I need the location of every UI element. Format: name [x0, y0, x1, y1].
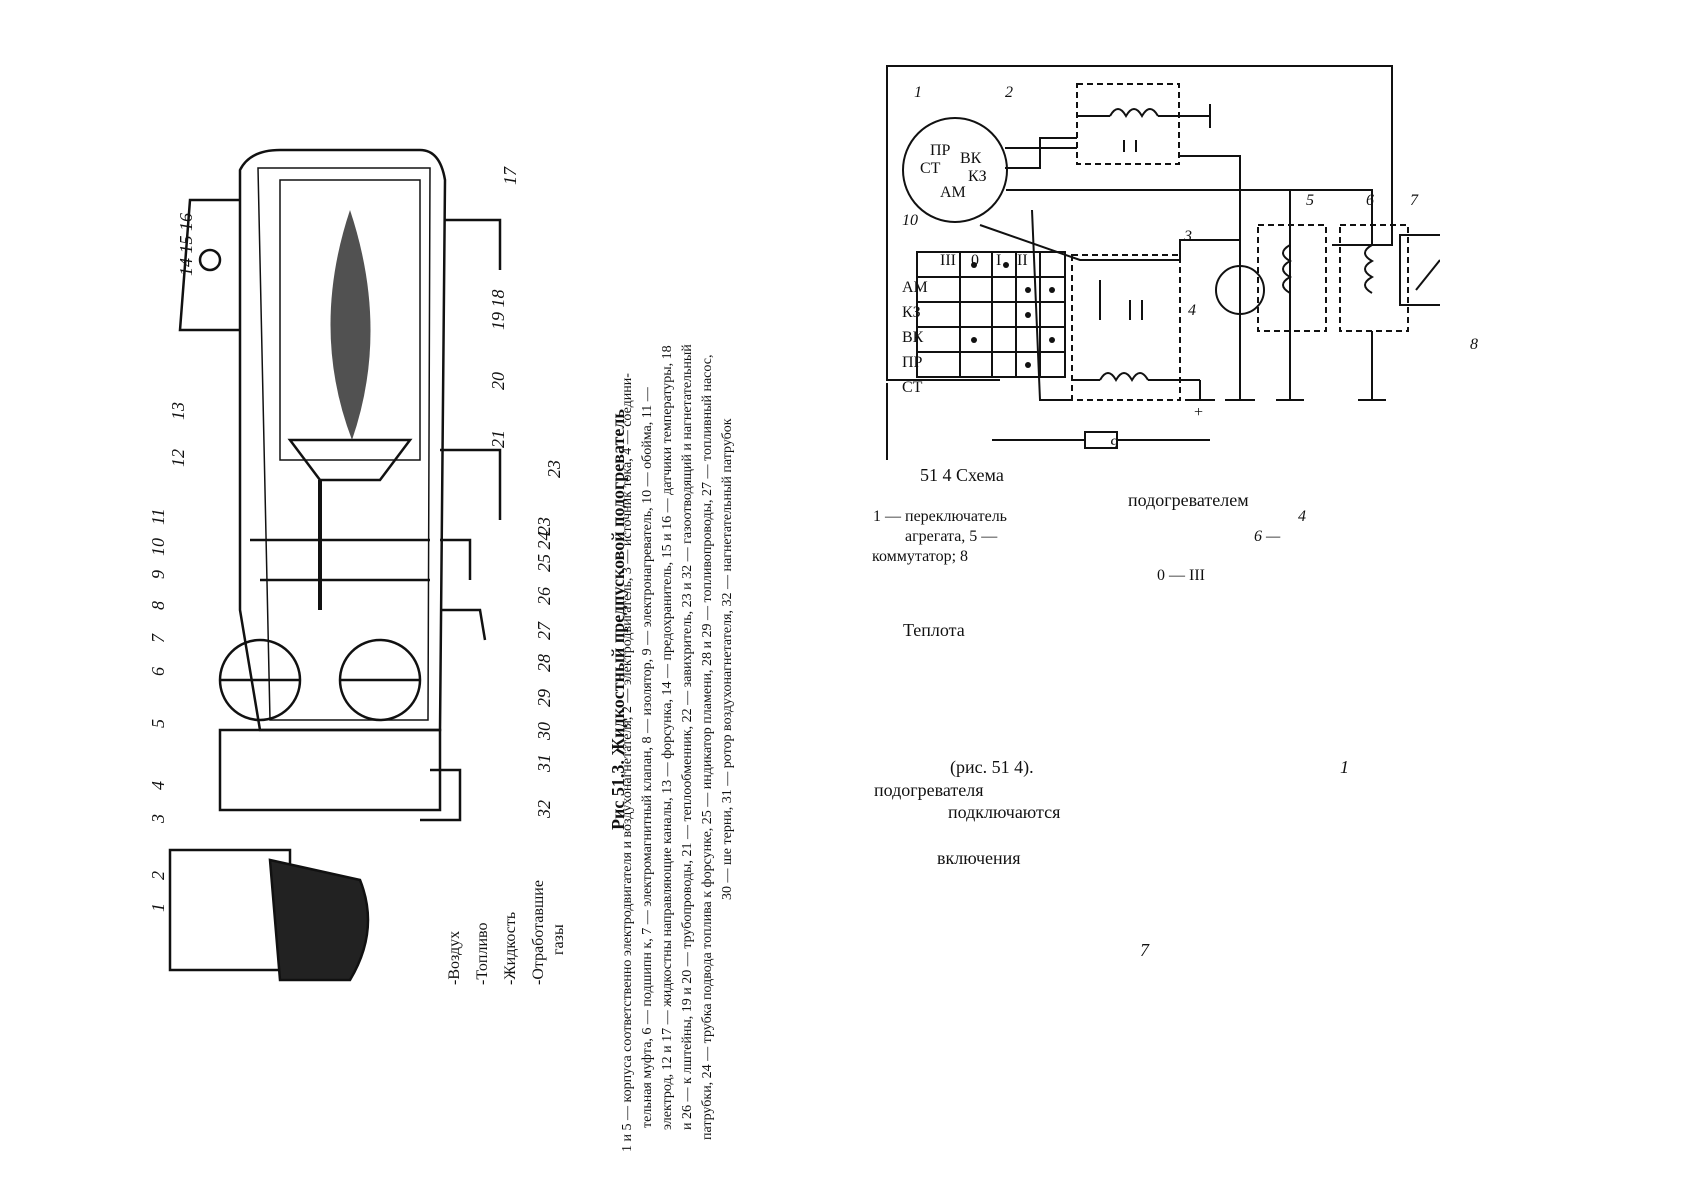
caption-line-6: 30 — ше терни, 31 — ротор воздухонагнета… — [720, 418, 735, 900]
callout-3: 3 — [148, 814, 168, 823]
text-num-1: 1 — [1340, 757, 1349, 777]
switch-label-st: СТ — [920, 160, 941, 177]
legend-liquid: -Жидкость — [502, 911, 519, 985]
table-row-kz: КЗ — [902, 304, 921, 321]
callout-12: 12 — [168, 449, 188, 467]
callout-11: 11 — [148, 508, 168, 525]
table-row-am: АМ — [902, 279, 928, 296]
schematic-num-4: 4 — [1188, 302, 1196, 319]
callout-4: 4 — [148, 781, 168, 790]
text-kommutator: коммутатор; 8 — [872, 548, 969, 565]
callout-29: 29 — [534, 689, 554, 707]
callout-10: 10 — [148, 538, 168, 556]
callout-32: 32 — [534, 800, 554, 818]
callout-7: 7 — [148, 634, 168, 643]
page-number-7: 7 — [1140, 940, 1149, 960]
table-row-vk: ВК — [902, 329, 924, 346]
callout-2: 2 — [148, 871, 168, 880]
callout-8: 8 — [148, 601, 168, 610]
callout-6: 6 — [148, 667, 168, 676]
callout-20: 20 — [488, 372, 508, 390]
switch-label-pr: ПР — [930, 142, 951, 159]
text-pereklyuchatel: 1 — переключатель — [873, 508, 1007, 525]
schematic-num-7: 7 — [1410, 192, 1418, 209]
caption-line-3: электрод, 12 и 17 — жидкостны направляющ… — [660, 345, 675, 1130]
schematic-num-10: 10 — [902, 212, 918, 229]
legend-air: -Воздух — [446, 930, 463, 985]
callout-1: 1 — [148, 903, 168, 912]
caption-line-5: патрубки, 24 — трубка подвода топлива к … — [700, 354, 715, 1140]
callout-21: 21 — [488, 430, 508, 448]
callout-25-24: 25 24 — [534, 531, 554, 573]
schematic-plus: + — [1194, 404, 1204, 421]
caption-line-2: тельная муфта, 6 — подшипн к, 7 — электр… — [640, 387, 655, 1128]
text-range-0-iii: 0 — III — [1157, 567, 1205, 584]
text-num-6: 6 — — [1254, 528, 1281, 545]
caption-line-1: 1 и 5 — корпуса соответственно электродв… — [620, 373, 635, 1152]
callout-28: 28 — [534, 654, 554, 672]
callout-27: 27 — [534, 622, 554, 640]
caption-line-4: и 26 — к лштейны, 19 и 20 — трубопроводы… — [680, 344, 695, 1130]
table-row-pr: ПР — [902, 354, 923, 371]
callout-13: 13 — [168, 402, 188, 420]
text-vklyucheniya: включения — [937, 848, 1021, 868]
text-podogrevatelem: подогревателем — [1128, 490, 1249, 510]
table-row-st: СТ — [902, 379, 923, 396]
schematic-num-5: 5 — [1306, 192, 1314, 209]
callout-26: 26 — [534, 587, 554, 605]
text-podogrevatelya: подогревателя — [874, 780, 984, 800]
wiring-schematic — [886, 65, 1440, 460]
text-ris-514: (рис. 51 4). — [950, 757, 1034, 777]
table-header-iii: III — [940, 252, 956, 269]
legend-exhaust: -Отработавшие — [530, 880, 547, 985]
callout-14-16: 14 15 16 — [176, 213, 196, 276]
table-header-i: I — [996, 252, 1002, 269]
switch-label-am: АМ — [940, 184, 966, 201]
callout-5: 5 — [148, 719, 168, 728]
table-header-0: 0 — [971, 252, 979, 269]
schematic-num-8: 8 — [1470, 336, 1478, 353]
schematic-num-2: 2 — [1005, 84, 1013, 101]
table-header-ii: II — [1017, 252, 1028, 269]
schematic-num-6: 6 — [1366, 192, 1374, 209]
heater-cross-section-drawing — [168, 148, 502, 982]
legend-fuel: -Топливо — [474, 922, 491, 985]
callout-9: 9 — [148, 570, 168, 579]
callout-30: 30 — [534, 722, 554, 740]
switch-label-kz: КЗ — [968, 168, 987, 185]
callout-23a: 23 — [544, 460, 564, 478]
text-agregata: агрегата, 5 — — [905, 528, 998, 545]
switch-label-vk: ВК — [960, 150, 982, 167]
callout-19-18: 19 18 — [488, 289, 508, 331]
text-podklyuchayutsya: подключаются — [948, 802, 1061, 822]
legend-exhaust-2: газы — [550, 924, 567, 955]
schematic-num-9: 9 — [1110, 436, 1118, 453]
callout-17: 17 — [500, 167, 520, 185]
text-num-4: 4 — [1298, 508, 1306, 525]
callout-31: 31 — [534, 754, 554, 772]
schematic-num-1: 1 — [914, 84, 922, 101]
text-teplota: Теплота — [903, 620, 965, 640]
schematic-num-3: 3 — [1184, 228, 1192, 245]
figure-514-title: 51 4 Схема — [920, 465, 1004, 485]
